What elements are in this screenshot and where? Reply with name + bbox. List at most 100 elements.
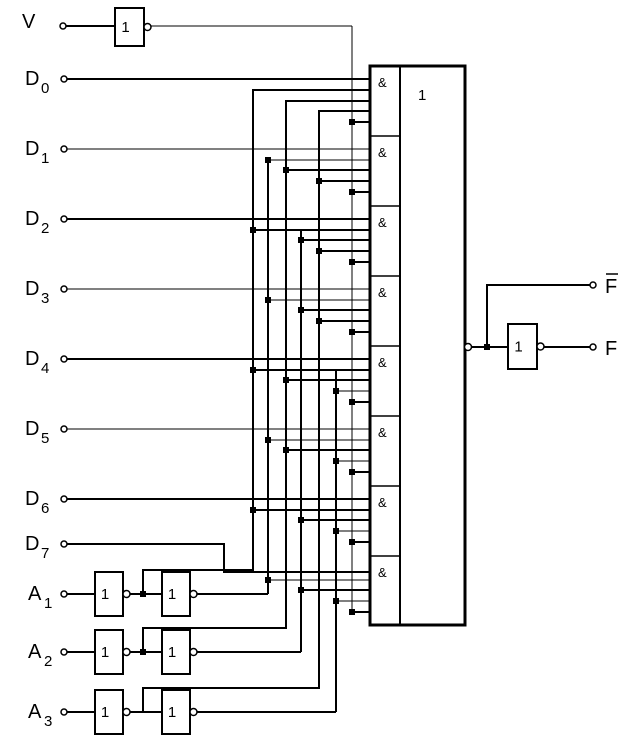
- not-gate-symbol: 1: [101, 704, 109, 721]
- inversion-bubble-icon: [463, 342, 473, 352]
- junction-dot: [250, 227, 256, 233]
- label-a3: A: [28, 701, 42, 723]
- junction-dot: [333, 598, 339, 604]
- not-gate-symbol: 1: [514, 339, 522, 356]
- or-gate-symbol: 1: [418, 87, 426, 104]
- junction-dot: [140, 649, 146, 655]
- junction-dot: [298, 237, 304, 243]
- terminal-a2: [60, 648, 68, 656]
- not-gate-symbol: 1: [121, 19, 129, 36]
- not-gate-a1-second: [161, 571, 191, 617]
- junction-dot: [349, 539, 355, 545]
- label-a2-subscript: 2: [44, 653, 52, 670]
- junction-dot: [250, 507, 256, 513]
- junction-dot: [484, 344, 490, 350]
- junction-dot: [333, 388, 339, 394]
- junction-dot: [349, 469, 355, 475]
- not-gate-a1-first: [94, 571, 124, 617]
- not-gate-symbol: 1: [168, 586, 176, 603]
- junction-dot: [250, 367, 256, 373]
- label-d2-subscript: 2: [41, 220, 49, 237]
- junction-dot: [349, 119, 355, 125]
- junction-dot: [333, 458, 339, 464]
- not-gate-output: [507, 323, 538, 370]
- and-gate-symbol: &: [378, 565, 387, 580]
- junction-dot: [265, 577, 271, 583]
- not-gate-symbol: 1: [168, 704, 176, 721]
- label-d4: D: [25, 348, 39, 370]
- terminal-d5: [60, 425, 68, 433]
- and-gate-symbol: &: [378, 425, 387, 440]
- junction-dot: [349, 399, 355, 405]
- bus-a1-inverted: [143, 89, 370, 571]
- label-d5-subscript: 5: [41, 430, 49, 447]
- junction-dot: [349, 609, 355, 615]
- junction-dot: [349, 329, 355, 335]
- junction-dot: [333, 528, 339, 534]
- junction-dot: [298, 517, 304, 523]
- terminal-d6: [60, 495, 68, 503]
- and-gate-symbol: &: [378, 215, 387, 230]
- label-a2: A: [28, 641, 42, 663]
- label-d1-subscript: 1: [41, 150, 49, 167]
- junction-dot: [298, 587, 304, 593]
- inversion-bubble-icon: [536, 342, 545, 351]
- bus-a2-inverted: [143, 100, 370, 629]
- junction-dot: [265, 157, 271, 163]
- terminal-a1: [60, 590, 68, 598]
- junction-dot: [140, 591, 146, 597]
- and-gate-symbol: &: [378, 355, 387, 370]
- label-a1: A: [28, 583, 42, 605]
- label-d6-subscript: 6: [41, 500, 49, 517]
- label-d7-subscript: 7: [41, 545, 49, 562]
- terminal-d1: [60, 145, 68, 153]
- label-a1-subscript: 1: [44, 595, 52, 612]
- junction-dot: [316, 248, 322, 254]
- inversion-bubble-icon: [189, 589, 198, 599]
- label-f: F: [605, 338, 617, 360]
- label-d2: D: [25, 208, 39, 230]
- junction-dot: [265, 437, 271, 443]
- inversion-bubble-icon: [122, 589, 131, 599]
- junction-dot: [316, 178, 322, 184]
- not-gate-symbol: 1: [168, 644, 176, 661]
- label-f-bar: F: [605, 276, 617, 298]
- inversion-bubble-icon: [122, 707, 131, 717]
- terminal-f: [589, 343, 597, 351]
- components: [59, 7, 597, 735]
- inversion-bubble-icon: [189, 707, 198, 717]
- wire-f-bar: [486, 284, 590, 347]
- junction-dot: [283, 447, 289, 453]
- inversion-bubble-icon: [122, 647, 131, 657]
- junction-dot: [265, 297, 271, 303]
- inversion-bubble-icon: [189, 647, 198, 657]
- label-d7: D: [25, 533, 39, 555]
- label-d6: D: [25, 488, 39, 510]
- terminal-d0: [60, 75, 68, 83]
- and-gate-symbol: &: [378, 145, 387, 160]
- label-d0-subscript: 0: [41, 80, 49, 97]
- label-a3-subscript: 3: [44, 713, 52, 730]
- not-gate-strobe: [114, 7, 145, 47]
- terminal-d3: [60, 285, 68, 293]
- junction-dot: [283, 377, 289, 383]
- terminal-d2: [60, 215, 68, 223]
- not-gate-symbol: 1: [101, 586, 109, 603]
- bus-a3-inverted: [143, 110, 370, 689]
- terminal-f-bar: [589, 281, 597, 289]
- junction-dots: [140, 119, 490, 655]
- not-gate-a3-second: [161, 689, 191, 735]
- and-gate-symbol: &: [378, 495, 387, 510]
- and-gate-symbol: &: [378, 285, 387, 300]
- wire-d7: [67, 543, 370, 573]
- junction-dot: [349, 259, 355, 265]
- label-d3-subscript: 3: [41, 290, 49, 307]
- label-d4-subscript: 4: [41, 360, 49, 377]
- junction-dot: [316, 318, 322, 324]
- label-d5: D: [25, 418, 39, 440]
- terminal-d4: [60, 355, 68, 363]
- junction-dot: [283, 167, 289, 173]
- label-d0: D: [25, 68, 39, 90]
